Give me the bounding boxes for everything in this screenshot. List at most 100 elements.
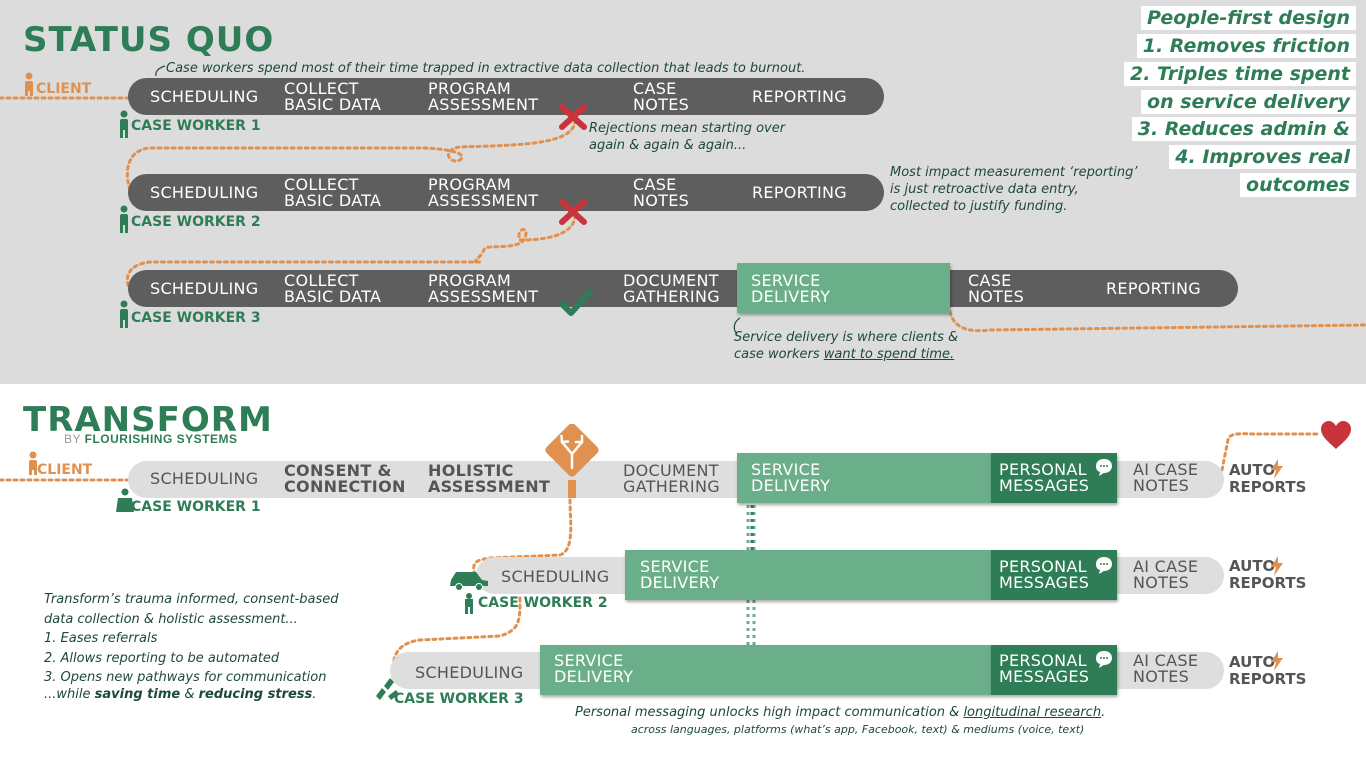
- transform-subtitle: BY FLOURISHING SYSTEMS: [64, 432, 237, 446]
- callout-line-4: on service delivery: [1141, 90, 1356, 114]
- person-icon: [116, 488, 134, 512]
- note-msg-b: longitudinal research: [963, 705, 1102, 720]
- person-icon: [25, 72, 33, 96]
- tr-case-worker-3-label: CASE WORKER 3: [394, 691, 524, 707]
- chat-bubble-icon: [1096, 557, 1112, 574]
- hands-icon: [376, 678, 399, 700]
- tr3-service-box: [540, 645, 991, 695]
- sq3-reporting: REPORTING: [1106, 279, 1201, 298]
- sq1-collect: COLLECT BASIC DATA: [284, 79, 382, 114]
- tr1-document: DOCUMENT GATHERING: [623, 461, 720, 496]
- transform-client-label: CLIENT: [37, 462, 93, 478]
- tr3-auto: AUTO: [1229, 653, 1276, 671]
- tr3-ai-notes: AI CASE NOTES: [1133, 651, 1199, 686]
- tr2-service: SERVICE DELIVERY: [640, 557, 720, 592]
- note-end-e: .: [312, 687, 317, 702]
- lightning-icon: [1271, 459, 1283, 479]
- sq-row-2-bar: [128, 174, 884, 211]
- tr1-reports: REPORTS: [1229, 478, 1307, 496]
- tr1-ai-notes: AI CASE NOTES: [1133, 460, 1199, 495]
- sq3-scheduling: SCHEDULING: [150, 279, 259, 298]
- note-burnout: Case workers spend most of their time tr…: [166, 61, 806, 76]
- callout-line-6: 4. Improves real: [1169, 145, 1356, 169]
- callout-line-7: outcomes: [1240, 173, 1356, 197]
- note-service-underline: want to spend time.: [823, 347, 955, 362]
- note-reporting: Most impact measurement ‘reporting’ is j…: [890, 165, 1138, 214]
- tr-case-worker-1-label: CASE WORKER 1: [131, 499, 261, 515]
- callout-line-1: People-first design: [1140, 6, 1356, 30]
- person-icon: [120, 110, 128, 138]
- tr3-scheduling: SCHEDULING: [415, 663, 524, 682]
- x-mark-icon: [559, 199, 587, 225]
- note-end-c: &: [180, 687, 199, 702]
- sq1-scheduling: SCHEDULING: [150, 87, 259, 106]
- transform-title: TRANSFORM: [23, 400, 273, 440]
- sq2-case-notes: CASE NOTES: [633, 175, 690, 210]
- tr1-holistic: HOLISTIC ASSESSMENT: [428, 461, 551, 496]
- note-messaging: Personal messaging unlocks high impact c…: [575, 704, 1105, 721]
- lightning-icon: [1271, 556, 1283, 576]
- chat-bubble-icon: [1096, 651, 1112, 668]
- person-icon: [29, 451, 37, 475]
- sq2-reporting: REPORTING: [752, 183, 847, 202]
- callout-line-2: 1. Removes friction: [1136, 34, 1356, 58]
- lightning-icon: [1271, 651, 1283, 671]
- note-service-delivery: Service delivery is where clients & case…: [734, 329, 958, 363]
- tr1-consent: CONSENT & CONNECTION: [284, 461, 406, 496]
- tr2-auto: AUTO: [1229, 557, 1276, 575]
- note-end-a: ...while: [44, 687, 95, 702]
- sq1-case-notes: CASE NOTES: [633, 79, 690, 114]
- sq-row-3-bar: [128, 270, 1238, 307]
- sq3-document: DOCUMENT GATHERING: [623, 271, 720, 306]
- tr2-ai-notes: AI CASE NOTES: [1133, 557, 1199, 592]
- sq3-case-notes: CASE NOTES: [968, 271, 1025, 306]
- note-service-line-1: Service delivery is where clients &: [734, 330, 959, 345]
- case-worker-3-label: CASE WORKER 3: [131, 310, 261, 326]
- diverging-arrows-icon: [545, 424, 599, 498]
- note-end-d: reducing stress: [198, 687, 313, 702]
- callout-line-5: 3. Reduces admin &: [1131, 117, 1356, 141]
- tr2-personal: PERSONAL MESSAGES: [999, 557, 1090, 592]
- sq2-scheduling: SCHEDULING: [150, 183, 259, 202]
- car-icon: [450, 572, 488, 614]
- tr1-scheduling: SCHEDULING: [150, 469, 259, 488]
- sq2-collect: COLLECT BASIC DATA: [284, 175, 382, 210]
- callout-line-3: 2. Triples time spent: [1123, 62, 1356, 86]
- tr2-scheduling: SCHEDULING: [501, 567, 610, 586]
- org-name: FLOURISHING SYSTEMS: [84, 432, 238, 446]
- note-msg-a: Personal messaging unlocks high impact c…: [575, 705, 964, 720]
- x-mark-icon: [559, 104, 587, 130]
- chat-bubble-icon: [1096, 459, 1112, 476]
- sq-row-1-bar: [128, 78, 884, 115]
- heart-icon: [1321, 421, 1351, 449]
- sq3-service-delivery: SERVICE DELIVERY: [751, 271, 831, 306]
- tr1-service-box: [737, 453, 991, 503]
- status-quo-title: STATUS QUO: [23, 20, 275, 60]
- tr2-reports: REPORTS: [1229, 574, 1307, 592]
- sq3-service-delivery-box: [737, 263, 950, 313]
- sq1-assessment: PROGRAM ASSESSMENT: [428, 79, 539, 114]
- note-transform-benefits: Transform’s trauma informed, consent-bas…: [44, 592, 339, 685]
- tr1-service: SERVICE DELIVERY: [751, 460, 831, 495]
- by-label: BY: [64, 432, 85, 446]
- person-icon: [120, 300, 128, 328]
- note-rejections: Rejections mean starting over again & ag…: [589, 121, 786, 153]
- note-messaging-sub: across languages, platforms (what’s app,…: [631, 723, 1085, 736]
- sq1-reporting: REPORTING: [752, 87, 847, 106]
- case-worker-2-label: CASE WORKER 2: [131, 214, 261, 230]
- tr3-personal: PERSONAL MESSAGES: [999, 651, 1090, 686]
- note-msg-c: .: [1101, 705, 1106, 720]
- sq3-assessment: PROGRAM ASSESSMENT: [428, 271, 539, 306]
- tr-case-worker-2-label: CASE WORKER 2: [478, 595, 608, 611]
- tr1-pm-box: [991, 453, 1117, 503]
- case-worker-1-label: CASE WORKER 1: [131, 118, 261, 134]
- note-end-b: saving time: [94, 687, 181, 702]
- sq3-collect: COLLECT BASIC DATA: [284, 271, 382, 306]
- sq2-assessment: PROGRAM ASSESSMENT: [428, 175, 539, 210]
- tr3-reports: REPORTS: [1229, 670, 1307, 688]
- tr3-pm-box: [991, 645, 1117, 695]
- tr1-personal: PERSONAL MESSAGES: [999, 460, 1090, 495]
- tr2-service-box: [625, 550, 991, 600]
- client-label: CLIENT: [36, 81, 92, 97]
